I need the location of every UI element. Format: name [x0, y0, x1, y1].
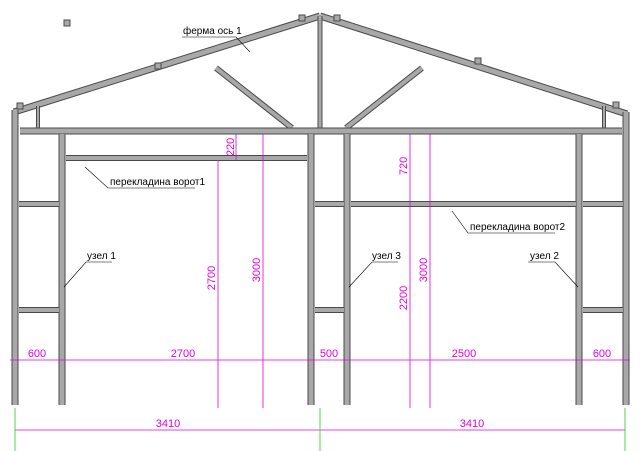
purlin-bracket: [154, 62, 162, 70]
dim-2700-vertical: 2700: [206, 266, 218, 290]
dim-600-left: 600: [28, 348, 46, 360]
dim-600-right: 600: [593, 348, 611, 360]
axis-lines: [14, 408, 626, 451]
steel-members: [11, 12, 630, 405]
node3-label: узел 3: [372, 251, 401, 262]
dim-500: 500: [320, 348, 338, 360]
dim-3410-left: 3410: [156, 418, 180, 430]
dim-2500: 2500: [452, 348, 476, 360]
diagonal-left: [214, 66, 294, 130]
node2-label: узел 2: [530, 251, 559, 262]
purlin-bracket: [298, 14, 306, 22]
lintel1-label: перекладина ворот1: [110, 177, 206, 188]
dim-3410-right: 3410: [460, 418, 484, 430]
truss-label: ферма ось 1: [183, 25, 242, 37]
rafter-right: [319, 13, 628, 117]
dim-2700: 2700: [171, 348, 195, 360]
dimension-lines: [10, 134, 630, 431]
leader-lines: [63, 36, 579, 288]
lintel2-label: перекладина ворот2: [470, 222, 566, 233]
dim-2200: 2200: [398, 286, 410, 310]
rafter-left: [13, 13, 321, 115]
purlin-bracket: [612, 101, 620, 109]
purlin-bracket: [63, 19, 71, 27]
diagonal-right: [344, 66, 424, 130]
dim-720: 720: [398, 157, 410, 175]
purlin-bracket: [474, 57, 482, 65]
dim-3000-right: 3000: [418, 258, 430, 282]
dim-220: 220: [225, 138, 237, 156]
node1-label: узел 1: [87, 251, 116, 262]
dim-3000-left: 3000: [251, 258, 263, 282]
purlin-bracket: [16, 102, 24, 110]
purlin-bracket: [333, 14, 341, 22]
